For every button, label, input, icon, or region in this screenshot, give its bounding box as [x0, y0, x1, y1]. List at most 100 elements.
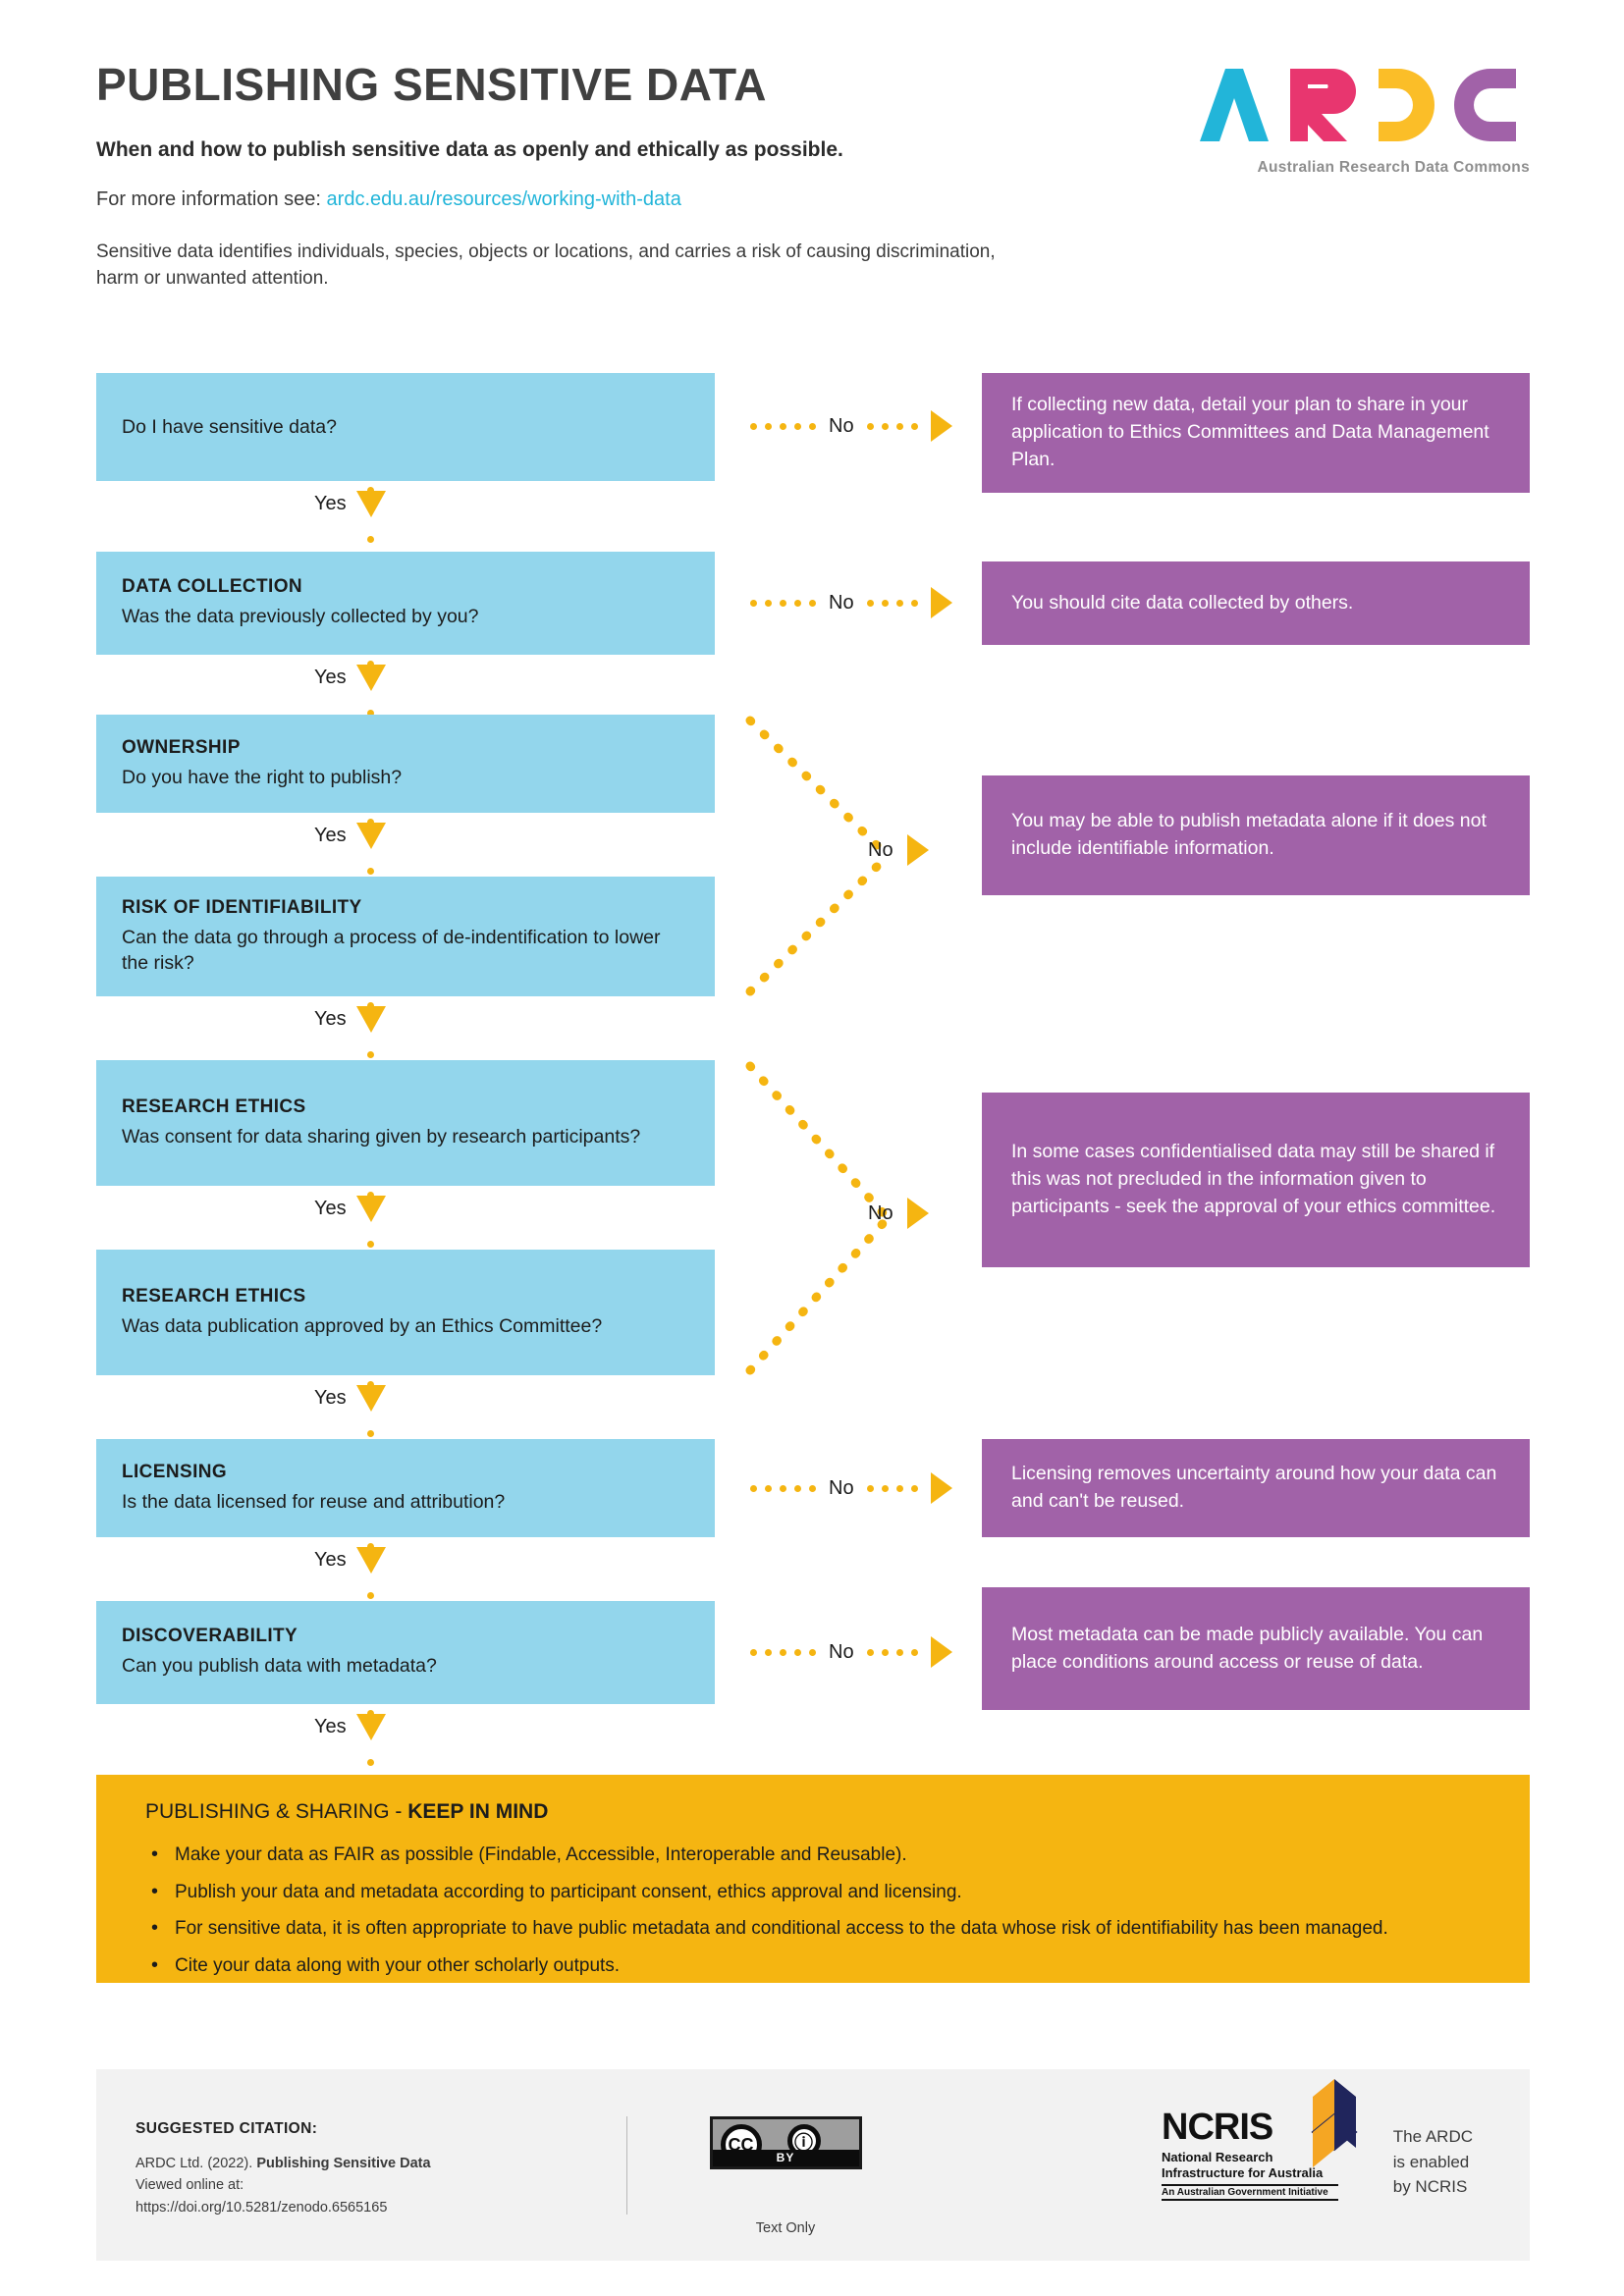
connector-dot-7b [367, 1592, 374, 1599]
list-item: Publish your data and metadata according… [145, 1878, 1481, 1906]
connector-dot-4a [367, 1002, 374, 1009]
yes-label-4: Yes [314, 1008, 347, 1030]
connector-dot-3b [367, 868, 374, 875]
question-category-8: DISCOVERABILITY [122, 1626, 298, 1647]
answer-text-3: You may be able to publish metadata alon… [1011, 810, 1487, 859]
question-box-1[interactable]: Do I have sensitive data? [96, 373, 715, 481]
yes-connector-7: Yes [314, 1547, 386, 1574]
ardc-letters-icon [1200, 69, 1516, 141]
yes-connector-8: Yes [314, 1714, 386, 1740]
question-text-5: Was consent for data sharing given by re… [122, 1125, 641, 1148]
arrow-down-icon-5 [355, 1196, 386, 1222]
yes-label-5: Yes [314, 1198, 347, 1219]
question-box-5[interactable]: RESEARCH ETHICS Was consent for data sha… [96, 1060, 715, 1186]
question-category-2: DATA COLLECTION [122, 576, 303, 598]
answer-box-1: If collecting new data, detail your plan… [982, 373, 1530, 493]
connector-dot-7a [367, 1543, 374, 1550]
cc-caption: Text Only [755, 2220, 816, 2236]
question-text-7: Is the data licensed for reuse and attri… [122, 1490, 506, 1513]
footer: SUGGESTED CITATION: ARDC Ltd. (2022). Pu… [96, 2069, 1530, 2261]
connector-dot-3a [367, 819, 374, 826]
yes-connector-4: Yes [314, 1006, 386, 1033]
page-title: PUBLISHING SENSITIVE DATA [96, 59, 767, 110]
no-label-7: No [829, 1476, 854, 1499]
dotted-line-left-7 [750, 1484, 816, 1492]
header: PUBLISHING SENSITIVE DATA When and how t… [96, 61, 1530, 293]
question-box-6[interactable]: RESEARCH ETHICS Was data publication app… [96, 1250, 715, 1375]
creative-commons-section: CC ⓘ BY Text Only [697, 2116, 874, 2236]
connector-dot-1a [367, 487, 374, 494]
yes-connector-2: Yes [314, 665, 386, 691]
ncris-gov-line: An Australian Government Initiative [1162, 2184, 1338, 2202]
answer-text-6: Most metadata can be made publicly avail… [1011, 1623, 1484, 1673]
dotted-line-left-8 [750, 1648, 816, 1656]
connector-dot-6a [367, 1381, 374, 1388]
yes-label-2: Yes [314, 667, 347, 688]
arrow-right-icon-3 [906, 834, 929, 866]
arrow-down-icon-3 [355, 823, 386, 849]
question-box-8[interactable]: DISCOVERABILITY Can you publish data wit… [96, 1601, 715, 1704]
no-label-4: No [868, 1201, 893, 1224]
more-information-line: For more information see: ardc.edu.au/re… [96, 188, 1530, 211]
page-subtitle: When and how to publish sensitive data a… [96, 138, 843, 162]
keep-in-mind-heading-bold: KEEP IN MIND [407, 1800, 549, 1823]
dotted-line-right-7 [866, 1484, 918, 1492]
dotted-line-right-1 [866, 422, 918, 430]
question-text-2: Was the data previously collected by you… [122, 606, 479, 628]
arrow-down-icon-7 [355, 1547, 386, 1574]
dotted-line-right-8 [866, 1648, 918, 1656]
no-label-2: No [829, 591, 854, 614]
citation-title: Publishing Sensitive Data [256, 2156, 431, 2171]
connector-dot-2a [367, 661, 374, 667]
cc-by-badge-icon[interactable]: CC ⓘ BY [709, 2116, 862, 2169]
answer-box-5: Licensing removes uncertainty around how… [982, 1439, 1530, 1537]
answer-text-1: If collecting new data, detail your plan… [1011, 394, 1489, 470]
cc-by-bar-label: BY [712, 2150, 859, 2166]
yes-label-7: Yes [314, 1549, 347, 1571]
no-label-3: No [868, 838, 893, 861]
answer-box-3: You may be able to publish metadata alon… [982, 775, 1530, 895]
answer-box-6: Most metadata can be made publicly avail… [982, 1587, 1530, 1710]
arrow-down-icon-1 [355, 491, 386, 517]
question-text-4: Can the data go through a process of de-… [122, 926, 661, 974]
more-information-prefix: For more information see: [96, 188, 327, 211]
question-category-4: RISK OF IDENTIFIABILITY [122, 896, 362, 918]
question-box-3[interactable]: OWNERSHIP Do you have the right to publi… [96, 715, 715, 813]
arrow-down-icon-6 [355, 1385, 386, 1412]
arrow-right-icon-1 [930, 410, 952, 442]
question-box-4[interactable]: RISK OF IDENTIFIABILITY Can the data go … [96, 877, 715, 996]
ardc-logo: Australian Research Data Commons [1186, 65, 1530, 177]
connector-dot-8b [367, 1759, 374, 1766]
arrow-down-icon-4 [355, 1006, 386, 1033]
question-box-2[interactable]: DATA COLLECTION Was the data previously … [96, 552, 715, 655]
connector-dot-4b [367, 1051, 374, 1058]
no-label-1: No [829, 414, 854, 437]
arrow-down-icon-8 [355, 1714, 386, 1740]
no-connector-wedge-2: No [744, 1060, 990, 1376]
question-category-3: OWNERSHIP [122, 736, 241, 758]
question-text-3: Do you have the right to publish? [122, 766, 403, 788]
no-connector-8: No [750, 1636, 952, 1668]
dotted-line-left-1 [750, 422, 816, 430]
question-text-8: Can you publish data with metadata? [122, 1655, 437, 1678]
sensitive-data-definition: Sensitive data identifies individuals, s… [96, 241, 996, 290]
yes-connector-1: Yes [314, 491, 386, 517]
no-connector-7: No [750, 1472, 952, 1504]
answer-text-2: You should cite data collected by others… [1011, 591, 1354, 614]
keep-in-mind-panel: PUBLISHING & SHARING - KEEP IN MIND Make… [96, 1775, 1530, 1983]
ncris-subtitle: National Research Infrastructure for Aus… [1162, 2150, 1324, 2180]
connector-dot-6b [367, 1430, 374, 1437]
no-connector-1: No [750, 410, 952, 442]
citation-line-1: ARDC Ltd. (2022). Publishing Sensitive D… [135, 2153, 518, 2174]
question-text-6: Was data publication approved by an Ethi… [122, 1314, 603, 1337]
question-box-7[interactable]: LICENSING Is the data licensed for reuse… [96, 1439, 715, 1537]
ncris-cube-icon [1311, 2079, 1358, 2167]
yes-connector-6: Yes [314, 1385, 386, 1412]
citation-viewed-label: Viewed online at: [135, 2177, 244, 2194]
yes-connector-3: Yes [314, 823, 386, 849]
citation-doi-link[interactable]: https://doi.org/10.5281/zenodo.6565165 [135, 2199, 388, 2216]
connector-dot-5b [367, 1241, 374, 1248]
connector-dot-2b [367, 710, 374, 717]
resources-link[interactable]: ardc.edu.au/resources/working-with-data [326, 188, 681, 211]
answer-text-4: In some cases confidentialised data may … [1011, 1141, 1496, 1217]
